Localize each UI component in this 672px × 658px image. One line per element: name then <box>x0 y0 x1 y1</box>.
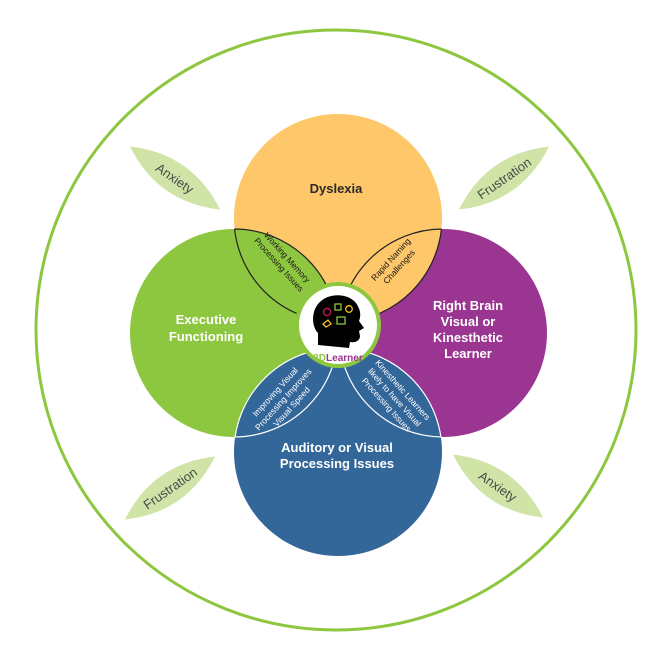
overlap-bottom-right <box>339 348 442 437</box>
logo-wordmark: 3DLearner <box>313 353 363 364</box>
label-rightbrain-line1: Right Brain <box>433 298 503 313</box>
label-auditory-line1: Auditory or Visual <box>281 440 393 455</box>
label-dyslexia: Dyslexia <box>310 181 364 196</box>
brain-glyph-icon <box>334 303 342 311</box>
center-logo: 3DLearner <box>295 282 381 368</box>
brain-glyph-icon <box>345 305 353 313</box>
label-executive-line1: Executive <box>176 312 237 327</box>
brain-glyph-icon <box>322 307 332 317</box>
label-auditory-line2: Processing Issues <box>280 456 394 471</box>
label-rightbrain-line4: Learner <box>444 346 492 361</box>
brain-glyph-icon <box>336 316 346 325</box>
brain-glyph-icon <box>322 319 332 328</box>
overlap-bottom-left <box>234 348 338 437</box>
overlap-top-right <box>339 229 442 322</box>
label-rightbrain-line2: Visual or <box>441 314 496 329</box>
logo-3d: 3D <box>313 353 326 364</box>
overlap-top-left <box>234 229 338 322</box>
label-rightbrain-line3: Kinesthetic <box>433 330 503 345</box>
logo-learner: Learner <box>326 353 363 364</box>
label-executive-line2: Functioning <box>169 329 243 344</box>
